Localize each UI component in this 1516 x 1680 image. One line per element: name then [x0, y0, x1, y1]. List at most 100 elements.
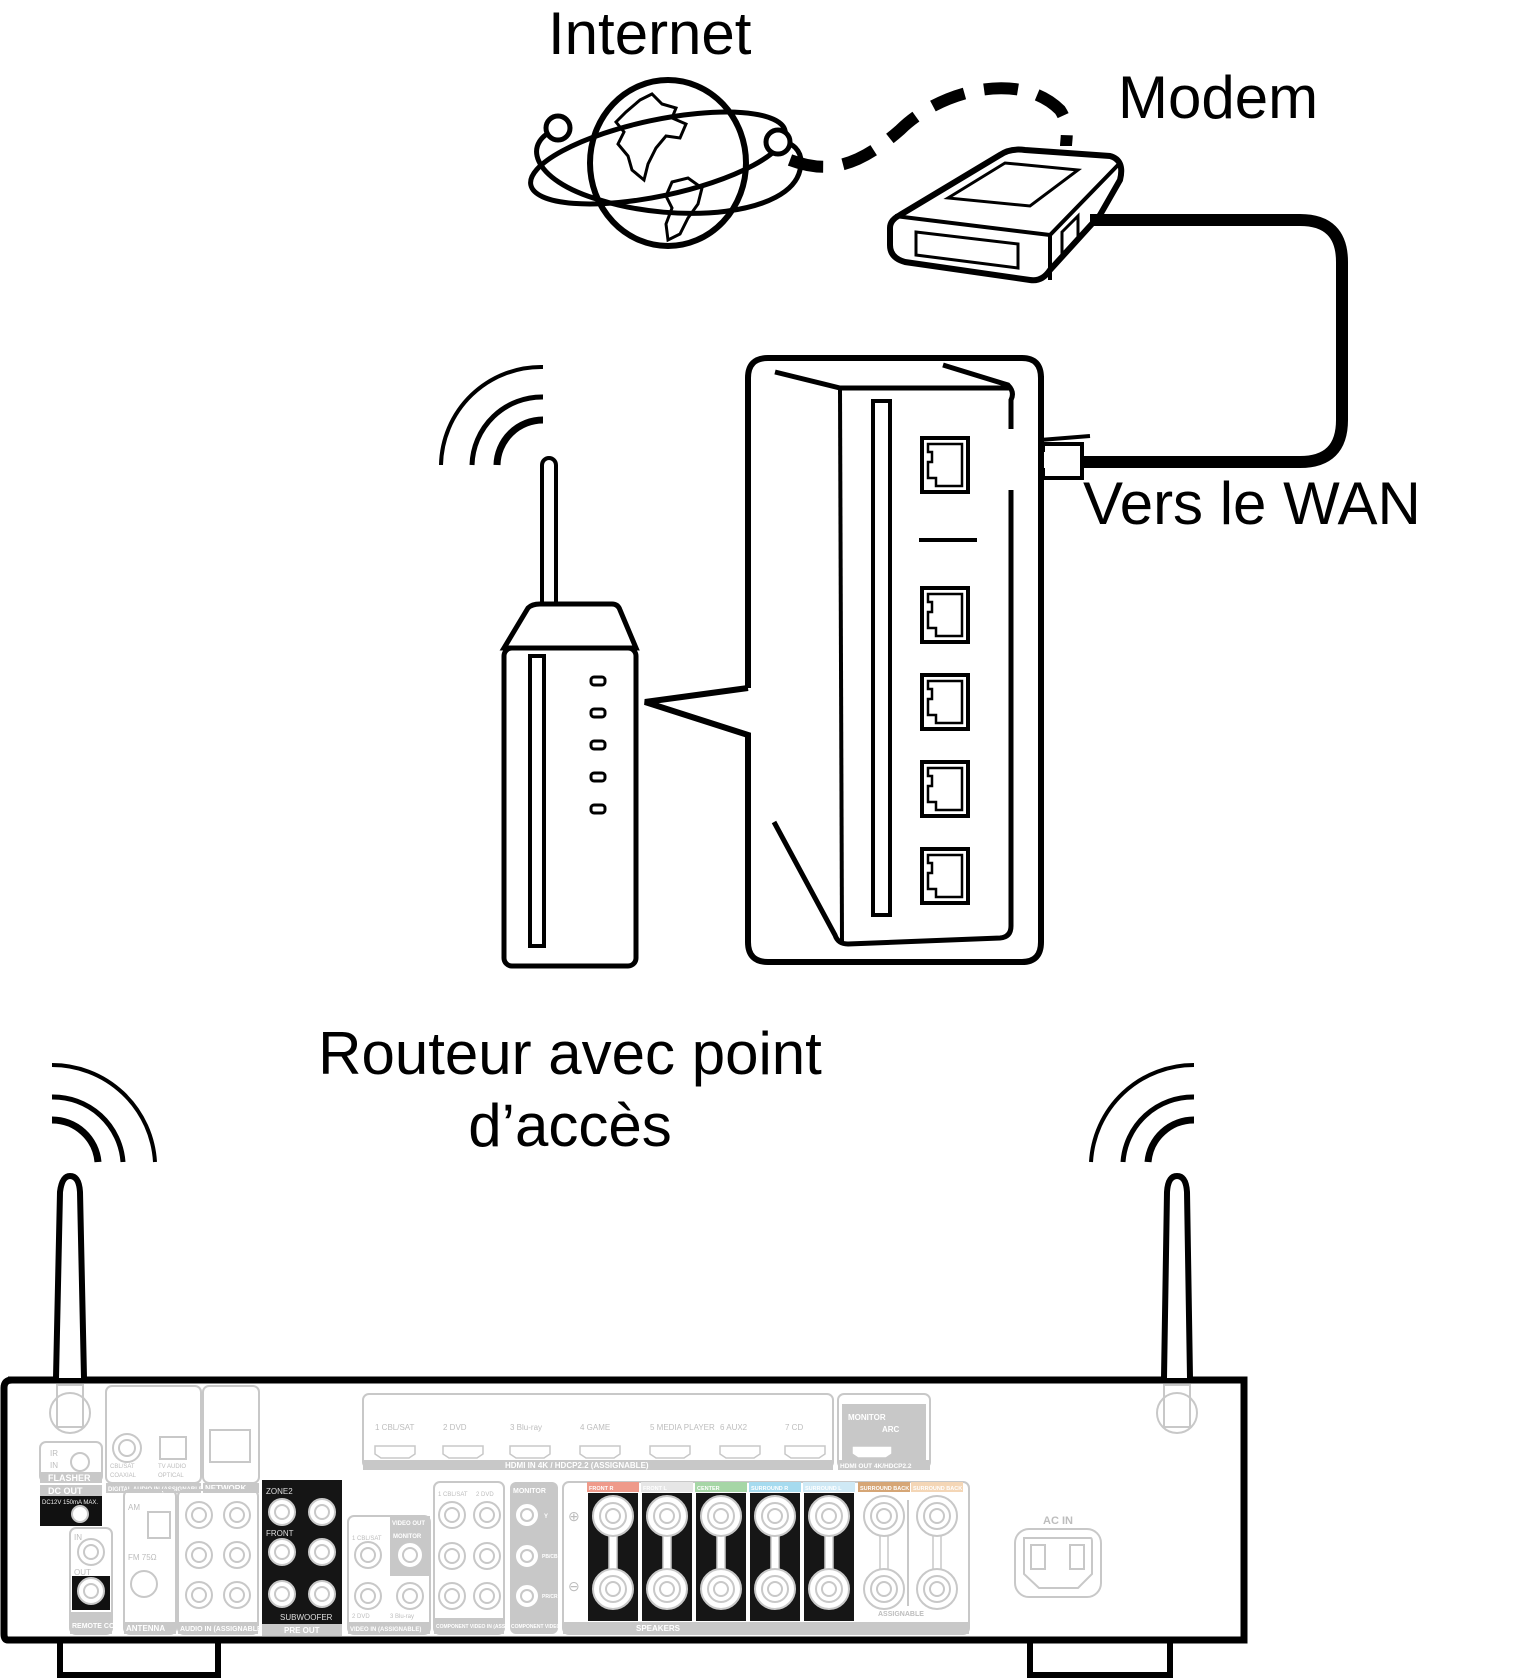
remote-in-jack[interactable]: [77, 1538, 105, 1566]
internet-label: Internet: [548, 0, 752, 67]
network-label: NETWORK: [205, 1484, 247, 1493]
video-out-label: VIDEO OUT: [392, 1521, 425, 1527]
speaker-terminal[interactable]: [700, 1495, 742, 1537]
speaker-channel-label: CENTER: [697, 1486, 720, 1492]
flasher-in-label: IN: [50, 1461, 58, 1470]
am-label: AM: [128, 1503, 140, 1512]
y-label: Y: [544, 1514, 548, 1520]
speaker-terminal[interactable]: [916, 1568, 958, 1610]
speaker-terminal: [761, 1502, 789, 1530]
router-rear-callout: [644, 355, 1044, 965]
speaker-terminal[interactable]: [863, 1495, 905, 1537]
hdmi-arc-label: ARC: [882, 1425, 900, 1434]
speaker-channel-badge: [858, 1482, 910, 1492]
speaker-channel-label: SURROUND BACK R: [860, 1486, 915, 1492]
flasher-ir-label: IR: [50, 1449, 58, 1458]
speaker-terminal[interactable]: [808, 1568, 850, 1610]
lan-port-icon: [920, 586, 970, 644]
speaker-terminal[interactable]: [916, 1495, 958, 1537]
speaker-terminal: [605, 1581, 621, 1597]
component-monitor-label: MONITOR: [513, 1488, 546, 1495]
video-jacks[interactable]: [354, 1541, 424, 1610]
speaker-terminal: [761, 1575, 789, 1603]
pb-label: PB/CB: [542, 1554, 558, 1560]
optical-jack[interactable]: [159, 1436, 187, 1460]
coaxial-jack[interactable]: [112, 1433, 142, 1463]
router-label: Routeur avec point d’accès: [300, 1018, 840, 1162]
speaker-terminal[interactable]: [646, 1495, 688, 1537]
hdmi-in-port[interactable]: [579, 1445, 621, 1459]
zone2-label: ZONE2: [266, 1487, 293, 1496]
speaker-terminal: [923, 1575, 951, 1603]
speaker-terminal: [870, 1502, 898, 1530]
hdmi-in-port[interactable]: [784, 1445, 826, 1459]
router-icon: [439, 364, 640, 969]
av-receiver: IR IN FLASHER DC OUT DC12V 150mA MAX. IN…: [0, 1062, 1248, 1678]
speaker-terminal[interactable]: [754, 1495, 796, 1537]
ac-in-socket[interactable]: [1014, 1528, 1102, 1598]
coaxial-label: COAXIAL: [110, 1473, 137, 1479]
wan-cable: [1082, 214, 1348, 468]
speaker-terminal[interactable]: [754, 1568, 796, 1610]
speakers-label: SPEAKERS: [636, 1624, 681, 1633]
audio-in-jacks[interactable]: [185, 1501, 251, 1609]
right-antenna: [1089, 1062, 1198, 1434]
component-in-1-label: 1 CBL/SAT: [438, 1492, 468, 1498]
hdmi-in-port[interactable]: [509, 1445, 551, 1459]
hdmi-in-label: HDMI IN 4K / HDCP2.2 (ASSIGNABLE): [505, 1461, 649, 1470]
lan-port-icon: [920, 760, 970, 818]
hdmi-in-port[interactable]: [719, 1445, 761, 1459]
remote-out-jack[interactable]: [77, 1577, 105, 1605]
speaker-terminal: [653, 1575, 681, 1603]
speaker-terminal: [713, 1581, 729, 1597]
video-in-label: VIDEO IN (ASSIGNABLE): [350, 1627, 421, 1633]
speaker-terminal: [929, 1508, 945, 1524]
speaker-terminal: [815, 1575, 843, 1603]
speaker-terminal: [767, 1581, 783, 1597]
component-in-2-label: 2 DVD: [476, 1492, 494, 1498]
hdmi-out-port[interactable]: [851, 1445, 893, 1459]
ac-in-label: AC IN: [1043, 1515, 1073, 1527]
speaker-terminal[interactable]: [808, 1495, 850, 1537]
speaker-terminal[interactable]: [646, 1568, 688, 1610]
fm-label: FM 75Ω: [128, 1553, 157, 1562]
optical-label: OPTICAL: [158, 1473, 184, 1479]
speaker-channel-label: FRONT L: [643, 1486, 667, 1492]
component-in-jacks[interactable]: [438, 1501, 501, 1610]
internet-globe-icon: [528, 77, 804, 249]
speaker-channel-label: FRONT R: [589, 1486, 613, 1492]
hdmi-in-port[interactable]: [374, 1445, 416, 1459]
wan-port-icon: [920, 436, 970, 494]
hdmi-in-port[interactable]: [442, 1445, 484, 1459]
lan-port-icon: [920, 847, 970, 905]
hdmi-in-port-label: 4 GAME: [580, 1423, 610, 1432]
speaker-terminal[interactable]: [592, 1495, 634, 1537]
component-out-jacks[interactable]: [514, 1502, 540, 1609]
audio-in-label: AUDIO IN (ASSIGNABLE): [180, 1626, 264, 1633]
speaker-terminal[interactable]: [700, 1568, 742, 1610]
am-terminal[interactable]: [147, 1511, 171, 1539]
speaker-terminal[interactable]: [592, 1568, 634, 1610]
flasher-jack[interactable]: [70, 1452, 90, 1472]
wifi-waves-icon: [439, 364, 544, 466]
hdmi-in-port[interactable]: [649, 1445, 691, 1459]
hdmi-monitor-label: MONITOR: [848, 1413, 886, 1422]
modem-icon: [887, 146, 1125, 284]
speaker-terminal[interactable]: [863, 1568, 905, 1610]
speaker-terminal: [821, 1508, 837, 1524]
subwoofer-label: SUBWOOFER: [280, 1613, 333, 1622]
dc-out-jack[interactable]: [71, 1505, 89, 1523]
network-port[interactable]: [209, 1429, 251, 1463]
front-pre-label: FRONT: [266, 1529, 294, 1538]
speaker-terminal: [659, 1508, 675, 1524]
pre-out-jacks[interactable]: [268, 1498, 336, 1608]
fm-jack[interactable]: [130, 1570, 158, 1598]
pr-label: PR/CR: [542, 1594, 558, 1600]
dc-out-spec: DC12V 150mA MAX.: [42, 1500, 98, 1506]
video-monitor-label: MONITOR: [393, 1534, 422, 1540]
coaxial-src-label: CBL/SAT: [110, 1464, 135, 1470]
speaker-channel-badge: [587, 1482, 639, 1492]
